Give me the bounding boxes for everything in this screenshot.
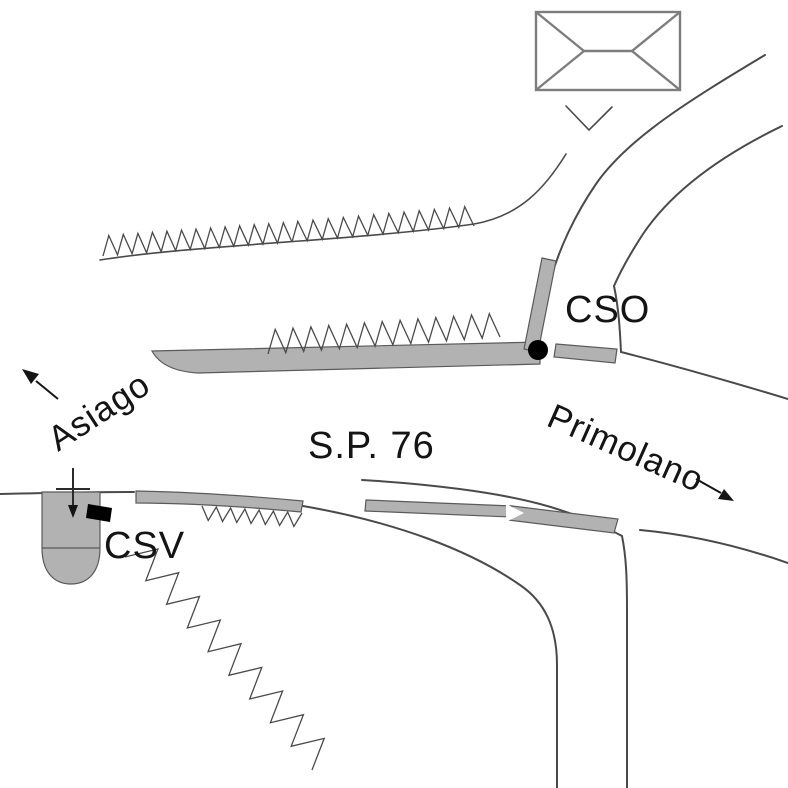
arrow-head-icon (718, 489, 734, 501)
hatch-row-upper-left (102, 220, 293, 257)
csv-building (41, 468, 112, 585)
guardrail-strip-lower-left (135, 490, 304, 513)
embankment-hatching (102, 204, 501, 771)
paved-surfaces (135, 257, 619, 534)
embankment-baseline-upper (99, 153, 567, 261)
primolano-direction-arrow (695, 478, 734, 501)
road-edge-south-left (302, 505, 558, 788)
road-edge-northeast-inner (613, 125, 783, 287)
hatch-row-mid (267, 311, 501, 355)
arrow-shaft (35, 380, 59, 400)
label-cso: CSO (565, 289, 650, 331)
driveway-chevron-mark (565, 105, 613, 132)
road-edge-junction-connector (613, 285, 622, 353)
label-road-name: S.P. 76 (308, 425, 435, 467)
road-edges (0, 54, 788, 788)
hatch-row-small-lower (201, 505, 303, 528)
arrow-shaft (695, 478, 722, 494)
guardrail-strip-lower-mid (364, 499, 513, 518)
csv-building-outline (41, 491, 101, 585)
cross-pointer-arrowhead (68, 505, 78, 518)
road-edge-primolano-top (620, 351, 788, 400)
label-primolano: Primolano (542, 397, 710, 500)
barrier-east-of-marker (553, 343, 618, 364)
hatch-row-upper-right (291, 204, 475, 243)
label-csv: CSV (104, 525, 185, 567)
label-asiago: Asiago (41, 364, 157, 458)
cso-point-marker (528, 340, 548, 360)
roof-hip-line (535, 11, 585, 52)
roof-hip-line (631, 11, 681, 52)
arrow-head-icon (22, 369, 39, 384)
asiago-direction-arrow (22, 369, 59, 400)
barrier-diagonal-cso (523, 257, 557, 353)
hatch-slope-large (124, 548, 326, 771)
guardrail-strip-main (150, 341, 541, 374)
guardrail-notch (506, 504, 524, 522)
road-edge-primolano-bottom (639, 529, 788, 564)
building-roof-outline (534, 10, 682, 92)
csv-entrance-block (86, 504, 112, 522)
road-edge-northeast-outer (550, 54, 766, 279)
roof-hip-line (535, 50, 585, 91)
roof-hip-line (631, 50, 681, 91)
north-building (534, 10, 682, 132)
